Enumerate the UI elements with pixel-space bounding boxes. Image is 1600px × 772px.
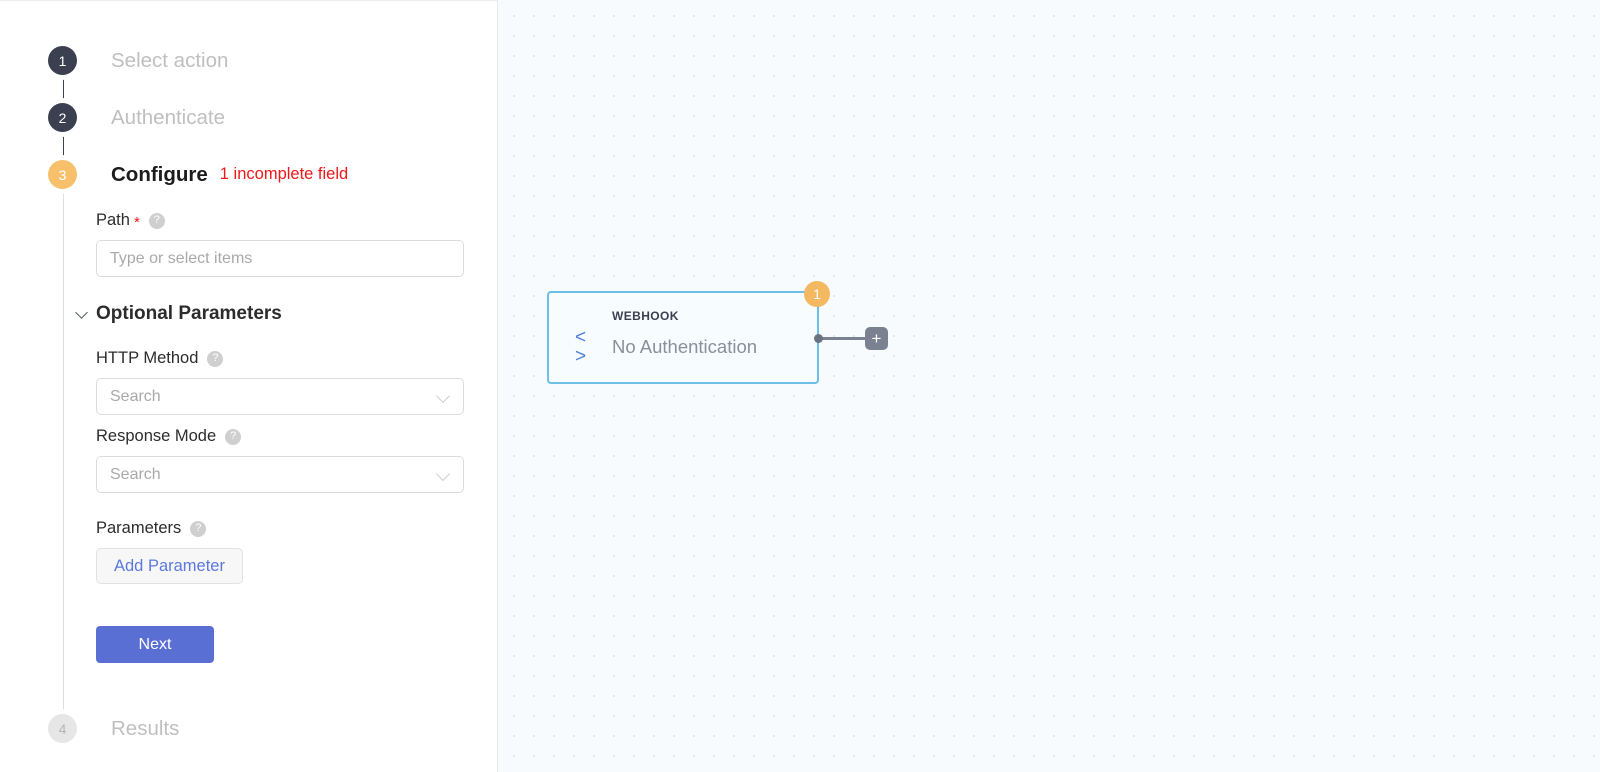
step-label-authenticate: Authenticate: [111, 105, 225, 129]
step-number-3: 3: [48, 160, 77, 189]
workflow-canvas[interactable]: WEBHOOK < > No Authentication 1 +: [498, 0, 1600, 772]
required-asterisk: *: [133, 214, 140, 231]
node-output-edge: [820, 337, 867, 340]
path-input[interactable]: Type or select items: [96, 240, 464, 277]
chevron-down-icon: [74, 306, 90, 322]
step-label-results: Results: [111, 716, 180, 740]
http-method-field-label: HTTP Method ?: [96, 349, 476, 368]
help-icon[interactable]: ?: [225, 428, 242, 445]
help-icon[interactable]: ?: [190, 520, 207, 537]
http-method-label-text: HTTP Method: [96, 349, 199, 367]
step-label-configure: Configure: [111, 162, 208, 186]
stepper-step-select-action[interactable]: 1 Select action: [48, 46, 228, 75]
code-brackets-icon: < >: [575, 327, 587, 367]
optional-parameters-toggle[interactable]: Optional Parameters: [74, 303, 476, 325]
add-node-button[interactable]: +: [865, 327, 888, 350]
configuration-panel: 1 Select action 2 Authenticate 3 Configu…: [0, 0, 498, 772]
chevron-down-icon: [437, 390, 450, 403]
stepper-step-configure[interactable]: 3 Configure 1 incomplete field: [48, 160, 348, 189]
parameters-field-label: Parameters ?: [96, 519, 476, 538]
help-icon[interactable]: ?: [207, 350, 224, 367]
node-body: < > No Authentication: [575, 328, 817, 366]
incomplete-field-warning: 1 incomplete field: [219, 165, 349, 183]
path-field-label: Path * ?: [96, 211, 476, 230]
response-mode-placeholder: Search: [110, 465, 161, 483]
configure-form: Path * ? Type or select items Optional P…: [96, 211, 476, 663]
step-number-4: 4: [48, 714, 77, 743]
optional-parameters-title: Optional Parameters: [96, 303, 282, 324]
node-kind-label: WEBHOOK: [612, 309, 679, 323]
http-method-placeholder: Search: [110, 387, 161, 405]
step-label-select-action: Select action: [111, 48, 229, 72]
chevron-down-icon: [437, 468, 450, 481]
stepper-step-authenticate[interactable]: 2 Authenticate: [48, 103, 225, 132]
node-step-badge[interactable]: 1: [804, 281, 830, 307]
response-mode-select[interactable]: Search: [96, 456, 464, 493]
workflow-node-webhook[interactable]: WEBHOOK < > No Authentication: [547, 291, 819, 384]
spacer: [96, 493, 476, 519]
response-mode-label-text: Response Mode: [96, 427, 217, 445]
spacer: [96, 415, 476, 427]
help-icon[interactable]: ?: [148, 212, 165, 229]
path-label-text: Path: [96, 211, 130, 229]
next-button-wrapper: Next: [96, 584, 476, 663]
response-mode-field-label: Response Mode ?: [96, 427, 476, 446]
step-number-2: 2: [48, 103, 77, 132]
node-title: No Authentication: [612, 336, 758, 357]
path-input-placeholder: Type or select items: [110, 249, 253, 267]
step-number-1: 1: [48, 46, 77, 75]
next-button[interactable]: Next: [96, 626, 214, 663]
stepper-step-results[interactable]: 4 Results: [48, 714, 179, 743]
spacer: [96, 331, 476, 349]
stepper-rail: [63, 63, 64, 743]
add-parameter-button[interactable]: Add Parameter: [96, 548, 243, 584]
parameters-label-text: Parameters: [96, 519, 182, 537]
http-method-select[interactable]: Search: [96, 378, 464, 415]
node-output-port[interactable]: [814, 334, 823, 343]
